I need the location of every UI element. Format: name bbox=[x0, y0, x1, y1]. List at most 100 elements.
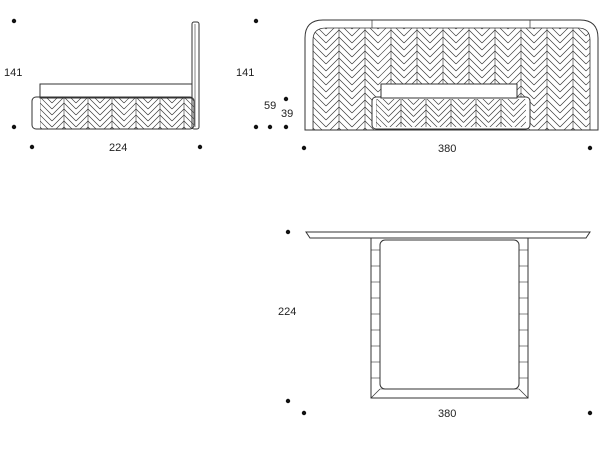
front-chevron-line bbox=[338, 50, 353, 65]
front-chevron-line bbox=[559, 29, 574, 44]
front-chevron-line bbox=[573, 135, 586, 148]
front-chevron-line bbox=[429, 36, 444, 51]
side-chevron-line bbox=[51, 97, 52, 98]
front-chevron-line bbox=[338, 28, 353, 30]
front-chevron-line bbox=[468, 71, 483, 86]
front-chevron-line bbox=[494, 36, 509, 51]
front-chevron-line bbox=[416, 36, 431, 51]
front-chevron-line bbox=[364, 64, 379, 79]
front-base-chevron-line bbox=[389, 140, 402, 153]
side-chevron-line bbox=[75, 102, 89, 116]
side-chevron-line bbox=[51, 114, 65, 128]
front-base-chevron-line bbox=[388, 99, 395, 105]
front-chevron-line bbox=[325, 78, 340, 93]
front-chevron-line bbox=[442, 29, 457, 44]
front-chevron-line bbox=[313, 71, 327, 86]
front-chevron-line bbox=[378, 142, 391, 155]
dim-dot bbox=[285, 229, 291, 235]
front-chevron-line bbox=[404, 2, 417, 15]
side-chevron-line bbox=[148, 145, 160, 157]
front-chevron-line bbox=[364, 71, 379, 86]
front-chevron-line bbox=[507, 43, 522, 58]
front-base-chevron-line bbox=[401, 140, 414, 153]
top-view-base bbox=[370, 237, 529, 399]
front-chevron-line bbox=[404, 142, 417, 155]
side-chevron-line bbox=[123, 102, 137, 116]
front-chevron-line bbox=[468, 64, 483, 79]
front-chevron-line bbox=[572, 113, 587, 128]
front-chevron-line bbox=[351, 28, 366, 37]
front-chevron-line bbox=[559, 71, 574, 86]
front-base-chevron-line bbox=[464, 146, 477, 159]
front-chevron-line bbox=[455, 50, 470, 65]
front-chevron-line bbox=[585, 36, 590, 51]
front-base-chevron-line bbox=[426, 99, 439, 111]
front-chevron-line bbox=[364, 43, 379, 58]
front-chevron-line bbox=[533, 120, 548, 130]
side-chevron-line bbox=[160, 133, 172, 145]
front-chevron-line bbox=[507, 28, 522, 30]
side-chevron-line bbox=[88, 139, 100, 151]
front-chevron-line bbox=[364, 50, 379, 65]
side-chevron-line bbox=[160, 73, 172, 85]
side-chevron-line bbox=[40, 114, 53, 128]
side-chevron-line bbox=[69, 97, 77, 104]
front-base-chevron-line bbox=[489, 140, 502, 153]
front-view-base-pattern bbox=[376, 99, 527, 159]
front-chevron-line bbox=[533, 71, 548, 86]
front-base-chevron-line bbox=[425, 115, 438, 127]
front-chevron-line bbox=[520, 28, 535, 30]
front-chevron-line bbox=[572, 43, 587, 58]
side-chevron-line bbox=[99, 97, 100, 98]
front-chevron-line bbox=[456, 142, 469, 155]
side-chevron-line bbox=[184, 85, 196, 97]
side-chevron-line bbox=[88, 133, 100, 145]
front-chevron-line bbox=[390, 50, 405, 65]
side-chevron-line bbox=[135, 120, 145, 129]
front-base-chevron-line bbox=[401, 134, 414, 147]
side-chevron-line bbox=[171, 108, 185, 122]
side-chevron-line bbox=[136, 133, 148, 145]
front-chevron-line bbox=[378, 2, 391, 15]
front-chevron-line bbox=[546, 85, 561, 100]
front-base-chevron-line bbox=[501, 140, 514, 153]
front-base-chevron-line bbox=[376, 140, 389, 153]
front-base-chevron-line bbox=[451, 99, 464, 111]
front-chevron-line bbox=[585, 57, 590, 72]
front-chevron-line bbox=[351, 57, 366, 72]
front-base-chevron-line bbox=[488, 99, 501, 111]
front-base-chevron-line bbox=[389, 115, 402, 127]
front-base-chevron-line bbox=[513, 99, 520, 105]
front-chevron-line bbox=[325, 57, 340, 72]
side-chevron-line bbox=[123, 97, 131, 104]
front-chevron-line bbox=[313, 36, 327, 51]
front-base-chevron-line bbox=[475, 103, 489, 117]
side-chevron-line bbox=[141, 97, 149, 104]
front-chevron-line bbox=[508, 135, 521, 148]
side-chevron-line bbox=[52, 79, 64, 91]
front-base-chevron-line bbox=[426, 140, 439, 153]
side-chevron-line bbox=[136, 145, 148, 157]
side-chevron-line bbox=[64, 79, 76, 91]
front-chevron-line bbox=[364, 78, 379, 93]
front-base-chevron-line bbox=[426, 134, 439, 147]
front-chevron-line bbox=[559, 99, 574, 114]
side-chevron-line bbox=[63, 102, 77, 116]
front-chevron-line bbox=[521, 149, 534, 162]
front-chevron-line bbox=[520, 50, 535, 65]
side-chevron-line bbox=[100, 73, 112, 85]
front-base-chevron-line bbox=[514, 134, 527, 147]
front-chevron-line bbox=[572, 29, 587, 44]
side-chevron-line bbox=[184, 139, 196, 151]
front-base-chevron-line bbox=[376, 99, 389, 111]
front-chevron-line bbox=[572, 120, 587, 130]
front-chevron-line bbox=[520, 43, 535, 58]
front-base-chevron-line bbox=[414, 115, 427, 127]
front-base-chevron-line bbox=[495, 121, 502, 127]
front-base-chevron-line bbox=[450, 115, 463, 127]
front-base-chevron-line bbox=[400, 109, 414, 123]
front-base-chevron-line bbox=[438, 99, 445, 105]
side-chevron-line bbox=[51, 97, 65, 110]
side-chevron-line bbox=[63, 114, 77, 128]
